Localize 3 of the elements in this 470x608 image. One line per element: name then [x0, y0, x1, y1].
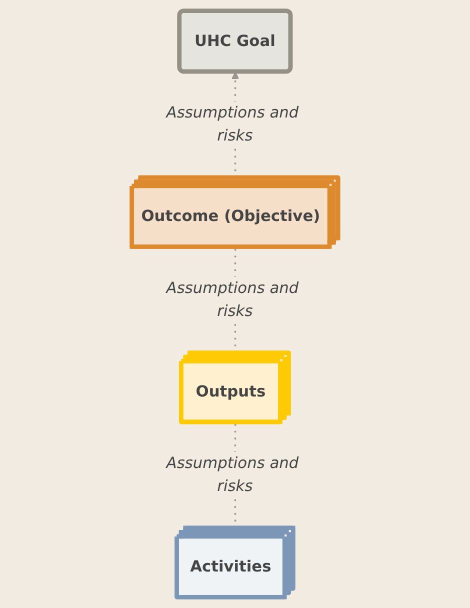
edge-label: Assumptions and risks [166, 104, 299, 146]
edge-label: Assumptions and risks [166, 279, 299, 320]
edge-label: Assumptions and risks [166, 454, 299, 496]
